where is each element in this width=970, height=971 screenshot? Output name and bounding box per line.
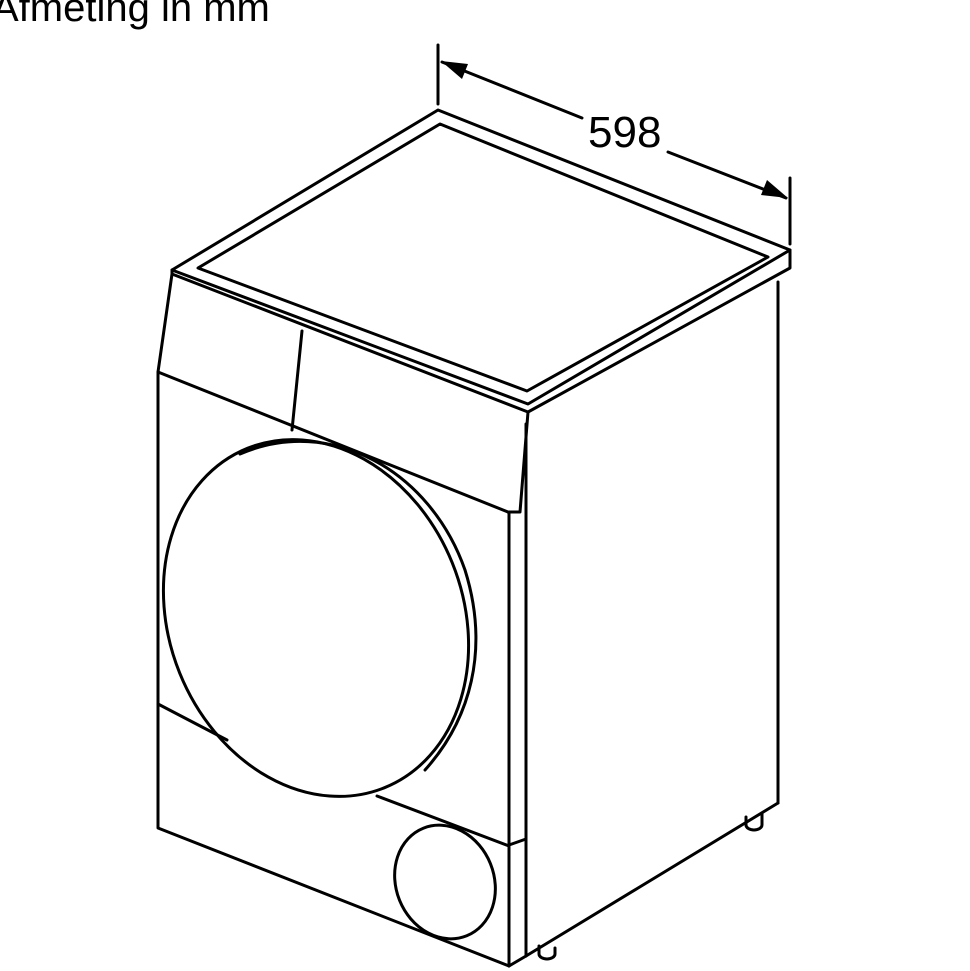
- control-panel-bottom: [156, 370, 510, 514]
- side-panel: [507, 280, 780, 968]
- width-dimension-label: 598: [588, 108, 661, 157]
- side-bottom-joint: [507, 954, 528, 968]
- front-outline: [156, 272, 511, 968]
- filter-hatch: [393, 823, 497, 941]
- arrowhead-right: [761, 180, 788, 198]
- side-kick-joint: [507, 837, 528, 847]
- dimension-line-left: [440, 60, 584, 120]
- foot-front: [537, 944, 557, 961]
- door: [161, 438, 471, 798]
- top-panel: [170, 108, 792, 414]
- diagram-title: Afmeting in mm: [0, 0, 270, 30]
- side-bottom-edge: [524, 801, 780, 958]
- door-ring: [238, 439, 478, 772]
- top-outer: [170, 108, 792, 406]
- top-inner: [196, 122, 770, 393]
- arrowhead-left: [441, 61, 468, 79]
- front-panel: [156, 272, 530, 968]
- width-dimension: 598: [436, 43, 792, 246]
- control-panel-divider: [290, 329, 304, 432]
- kickplate-line-right: [375, 794, 511, 848]
- foot-back: [744, 811, 764, 832]
